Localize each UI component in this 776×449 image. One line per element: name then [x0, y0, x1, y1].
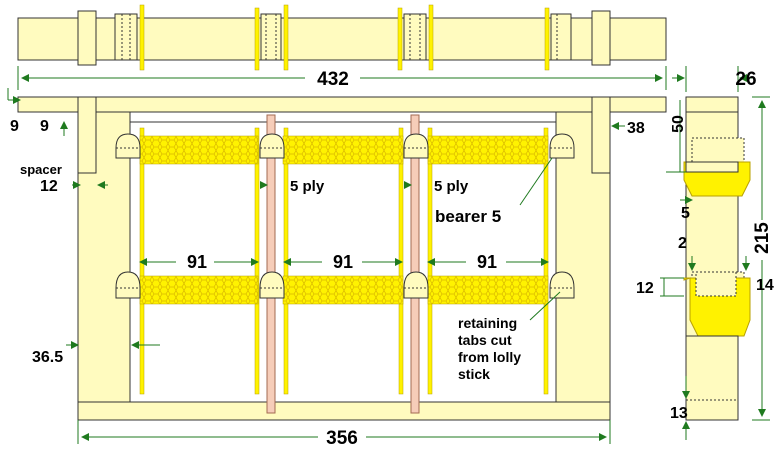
top-length-label: 432 [317, 69, 349, 90]
ply-divider-left [266, 114, 276, 414]
lug-drop-label: 9 [40, 118, 49, 135]
bay-3-label: 91 [477, 252, 497, 272]
top-clip-4 [544, 7, 572, 71]
side-5-label: 5 [681, 205, 690, 222]
front-bottom-bar [77, 401, 611, 421]
top-clip-3 [397, 4, 434, 71]
side-view [683, 96, 751, 421]
front-dimensions [7, 88, 625, 444]
top-length-dimension: 432 [17, 66, 667, 90]
left-offset-label: 36.5 [32, 349, 63, 366]
top-view [17, 4, 667, 71]
ply-right-label: 5 ply [434, 178, 469, 195]
side-height-top-label: 50 [670, 115, 687, 133]
side-12-label: 12 [636, 280, 654, 297]
bay-1-label: 91 [187, 252, 207, 272]
retaining-line-1: retaining [458, 315, 517, 331]
lug-thickness-label: 9 [10, 118, 19, 135]
top-spacer-left [77, 10, 97, 66]
comb-band-top [139, 135, 549, 165]
spacer-right [591, 96, 611, 174]
ply-left-label: 5 ply [290, 178, 325, 195]
front-top-bar [17, 96, 667, 113]
bearer-label: bearer 5 [435, 207, 501, 226]
retaining-tabs [115, 133, 575, 299]
retaining-line-2: tabs cut [458, 332, 512, 348]
spacer-width-label: 12 [40, 178, 58, 195]
side-width-label: 26 [735, 69, 756, 90]
side-dimensions [660, 66, 770, 440]
retaining-line-3: from lolly [458, 349, 521, 365]
lug-right-label: 38 [627, 120, 645, 137]
spacer-left [77, 96, 97, 174]
top-spacer-right [591, 10, 611, 66]
side-215-label: 215 [752, 222, 773, 254]
bay-2-label: 91 [333, 252, 353, 272]
front-view [17, 96, 667, 421]
side-2-label: 2 [678, 235, 687, 252]
ply-divider-right [410, 114, 420, 414]
side-14-label: 14 [756, 277, 774, 294]
side-13-label: 13 [670, 405, 688, 422]
top-clip-1 [114, 4, 145, 71]
comb-band-bottom [139, 275, 549, 305]
top-clip-2 [254, 4, 289, 71]
spacer-label: spacer [20, 162, 62, 177]
bottom-length-label: 356 [326, 428, 358, 449]
retaining-line-4: stick [458, 366, 490, 382]
